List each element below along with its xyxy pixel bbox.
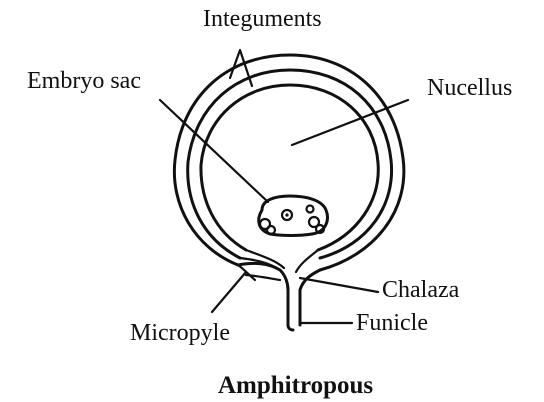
label-funicle: Funicle — [356, 310, 428, 336]
micropyle-leader — [212, 272, 246, 312]
outer-integument — [174, 55, 404, 270]
label-embryo-sac: Embryo sac — [27, 68, 141, 94]
chalaza-leader — [300, 278, 378, 292]
label-integuments: Integuments — [203, 6, 322, 32]
funicle-left-edge — [288, 290, 293, 330]
inner-integument — [188, 70, 392, 258]
label-micropyle: Micropyle — [130, 320, 230, 346]
antipodal-cell-3 — [307, 206, 314, 213]
label-chalaza: Chalaza — [382, 277, 460, 303]
nucellus-boundary — [201, 85, 378, 250]
label-nucellus: Nucellus — [427, 75, 512, 101]
diagram-caption: Amphitropous — [218, 372, 373, 399]
chalaza-inner-lines — [240, 250, 318, 272]
